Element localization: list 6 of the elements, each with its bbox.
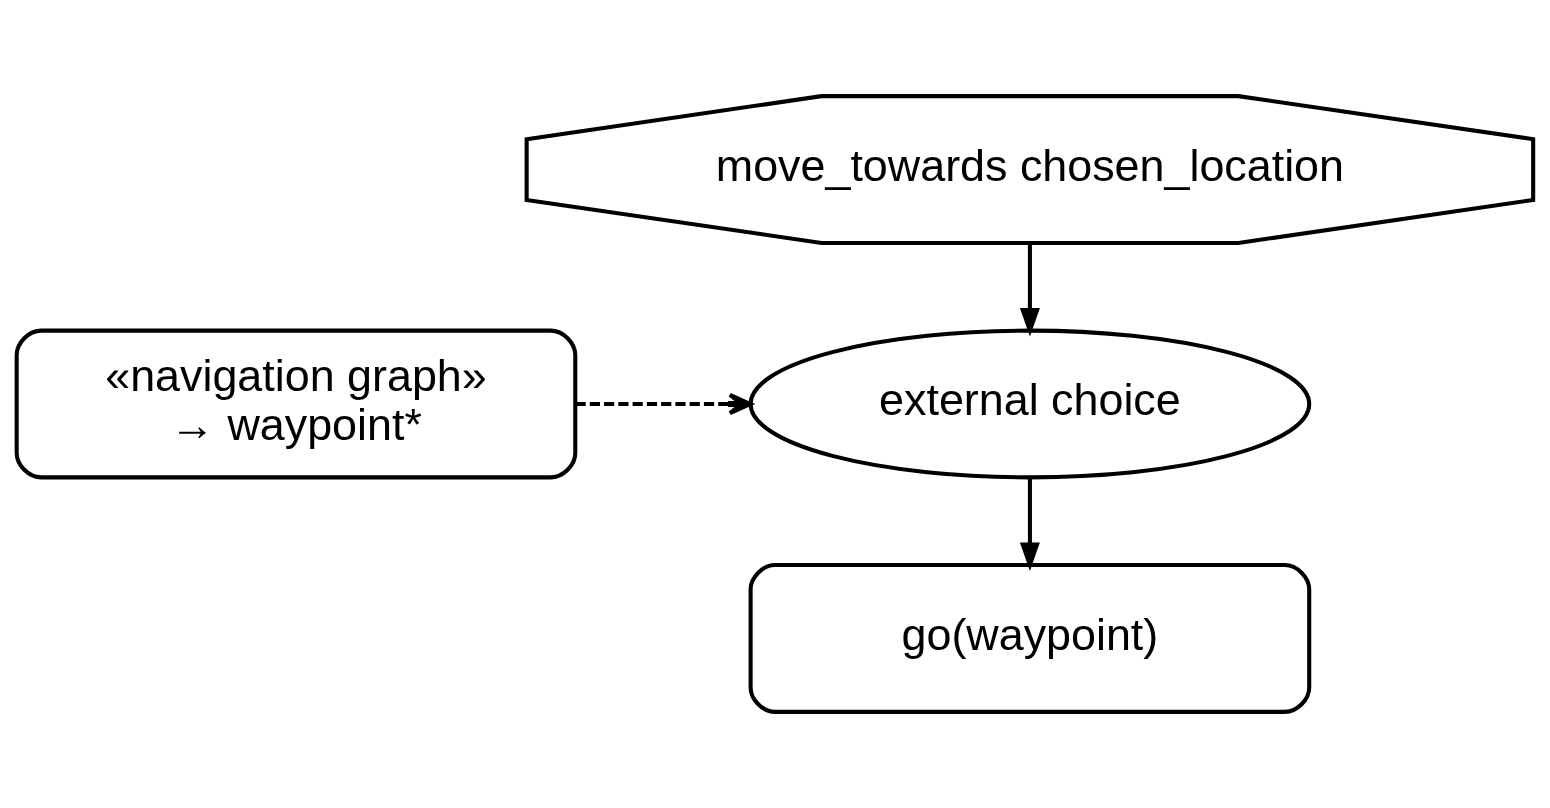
node-ellipse: external choice [748, 328, 1312, 480]
arrow [575, 392, 753, 416]
node-box: «navigation graph» → waypoint* [14, 328, 578, 480]
node-box: go(waypoint) [748, 563, 1312, 714]
arrow [1019, 477, 1040, 571]
arrow [1019, 243, 1040, 337]
